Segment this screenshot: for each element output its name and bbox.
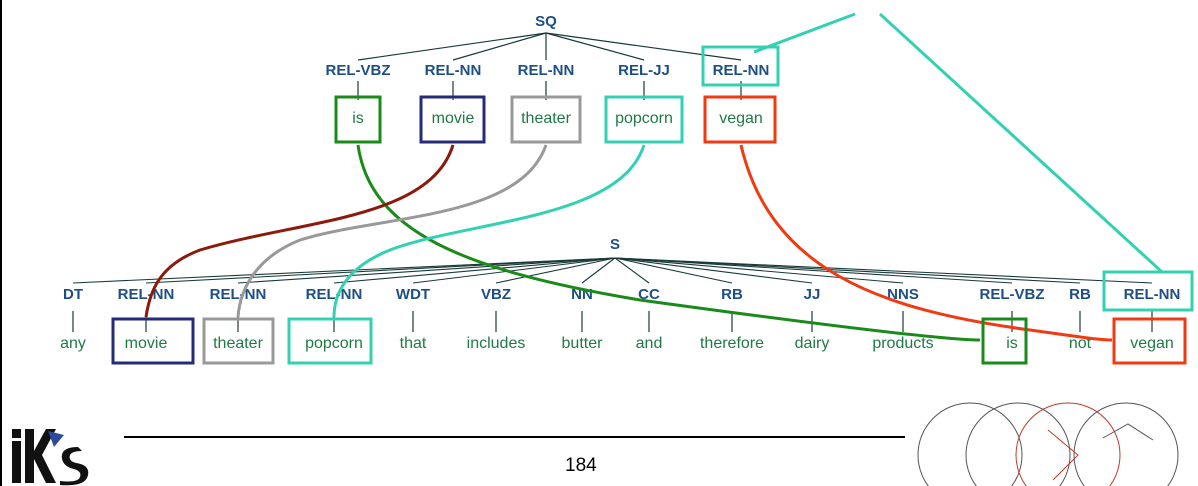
bottom-tag-label: CC bbox=[638, 286, 660, 303]
bottom-tag-label: REL-NN bbox=[306, 286, 363, 303]
bottom-tag-label: REL-NN bbox=[210, 286, 267, 303]
bottom-tag-label: NNS bbox=[887, 286, 919, 303]
tree-edge bbox=[614, 257, 813, 284]
box-bottom-theater bbox=[202, 317, 275, 365]
bottom-tag-label: VBZ bbox=[481, 286, 511, 303]
box-top-movie bbox=[419, 95, 486, 144]
box-bottom-movie bbox=[111, 317, 195, 365]
page-number: 184 bbox=[565, 455, 597, 476]
tree-edge bbox=[452, 32, 547, 61]
box-bottom-vegan bbox=[1112, 317, 1187, 365]
tree-edge bbox=[495, 257, 616, 284]
box-top-popcorn bbox=[604, 95, 684, 144]
box-top-theater bbox=[510, 95, 582, 144]
tree-edge bbox=[614, 257, 1081, 284]
top-word-vegan: vegan bbox=[719, 110, 763, 127]
bottom-word-dairy: dairy bbox=[795, 335, 830, 352]
bottom-word-popcorn: popcorn bbox=[305, 335, 363, 352]
root-label-s: S bbox=[610, 236, 620, 253]
tree-edge bbox=[357, 32, 547, 61]
top-tag-label: REL-NN bbox=[425, 62, 482, 79]
bottom-word-not: not bbox=[1069, 335, 1092, 352]
tree-edge bbox=[614, 257, 650, 284]
link-is bbox=[356, 144, 981, 342]
bottom-word-butter: butter bbox=[562, 335, 604, 352]
bottom-word-that: that bbox=[400, 335, 427, 352]
link-movie bbox=[144, 144, 455, 318]
tree-edge bbox=[412, 257, 616, 284]
tree-edge bbox=[614, 257, 904, 284]
top-word-movie: movie bbox=[432, 110, 475, 127]
bottom-word-vegan: vegan bbox=[1130, 335, 1174, 352]
alignment-links bbox=[144, 12, 1164, 342]
box-top-is bbox=[334, 95, 382, 144]
tree-edge bbox=[545, 32, 742, 61]
bottom-tag-label: RB bbox=[721, 286, 743, 303]
bottom-tag-label: JJ bbox=[804, 286, 821, 303]
tree-edge bbox=[333, 257, 616, 284]
top-tree: SQ REL-VBZ is REL-NN movie REL-NN theater REL-J… bbox=[326, 13, 770, 127]
box-top-vegan bbox=[703, 95, 777, 144]
tree-edge bbox=[614, 257, 733, 284]
top-tag-label: REL-VBZ bbox=[326, 62, 391, 79]
tree-edge bbox=[614, 257, 1013, 284]
bottom-word-theater: theater bbox=[213, 335, 263, 352]
top-word-is: is bbox=[352, 110, 364, 127]
decorative-circles bbox=[917, 402, 1179, 486]
tree-edge bbox=[614, 257, 1153, 284]
box-bottom-rel-nn bbox=[1102, 270, 1194, 312]
link-theater bbox=[236, 144, 548, 318]
bottom-word-is: is bbox=[1006, 335, 1018, 352]
bottom-word-movie: movie bbox=[125, 335, 168, 352]
link-vegan bbox=[739, 144, 1113, 342]
top-tag-label: REL-NN bbox=[713, 62, 770, 79]
link-popcorn bbox=[332, 144, 646, 318]
bottom-tag-label: REL-VBZ bbox=[980, 286, 1045, 303]
bottom-tag-label: REL-NN bbox=[118, 286, 175, 303]
iks-logo bbox=[12, 429, 89, 486]
bottom-word-any: any bbox=[60, 335, 86, 352]
box-bottom-popcorn bbox=[287, 317, 373, 365]
root-label-sq: SQ bbox=[535, 13, 557, 30]
bottom-tree: S DT any REL-NN movie REL-NN theater REL-NN popc… bbox=[60, 236, 1180, 352]
top-tag-label: REL-JJ bbox=[618, 62, 670, 79]
box-top-rel-nn bbox=[701, 45, 780, 87]
top-word-theater: theater bbox=[521, 110, 571, 127]
bottom-tag-label: WDT bbox=[396, 286, 430, 303]
tree-edge bbox=[545, 32, 645, 61]
word-boxes bbox=[111, 45, 1194, 365]
tree-edge bbox=[145, 257, 616, 284]
bottom-word-products: products bbox=[872, 335, 933, 352]
bottom-tag-label: RB bbox=[1069, 286, 1091, 303]
top-word-popcorn: popcorn bbox=[615, 110, 673, 127]
bottom-word-therefore: therefore bbox=[700, 335, 764, 352]
tree-edge bbox=[237, 257, 616, 284]
tree-edge bbox=[581, 257, 616, 284]
link-rel-nn-pointer-right bbox=[878, 12, 1164, 274]
tree-edge bbox=[72, 257, 616, 284]
top-tag-label: REL-NN bbox=[518, 62, 575, 79]
bottom-word-includes: includes bbox=[467, 335, 526, 352]
bottom-tag-label: REL-NN bbox=[1124, 286, 1181, 303]
bottom-tag-label: DT bbox=[63, 286, 83, 303]
box-bottom-is bbox=[981, 317, 1028, 365]
bottom-word-and: and bbox=[636, 335, 663, 352]
